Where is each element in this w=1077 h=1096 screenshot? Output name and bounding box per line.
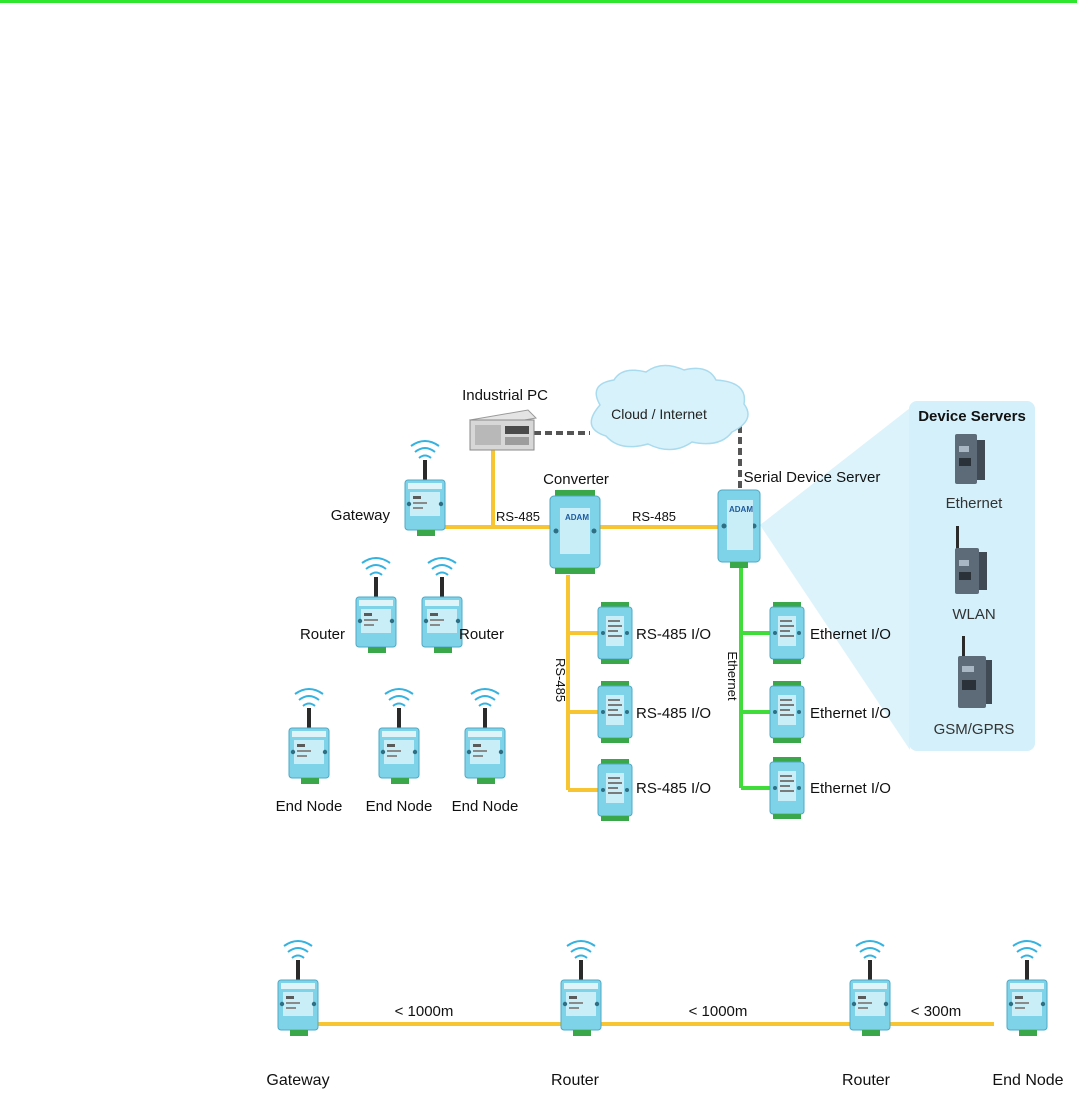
cloud-internet: Cloud / Internet	[590, 364, 749, 451]
end-node-2-label: End Node	[366, 798, 433, 815]
svg-text:ADAM: ADAM	[565, 513, 589, 522]
rs485-io-1: RS-485 I/O	[597, 601, 711, 665]
dashed-links	[534, 426, 742, 490]
end-node-1-module: End Node	[276, 688, 343, 815]
ethernet-lines	[739, 565, 772, 790]
device-gsm-label: GSM/GPRS	[934, 721, 1015, 738]
top-rule	[0, 0, 1077, 3]
end-node-2-module: End Node	[366, 688, 433, 815]
device-servers-beam	[760, 408, 910, 750]
range-router-1-label: Router	[551, 1072, 600, 1089]
rs485-io-3: RS-485 I/O	[597, 758, 711, 822]
end-node-1-label: End Node	[276, 798, 343, 815]
rs485-io-2-label: RS-485 I/O	[636, 705, 711, 722]
converter-label: Converter	[543, 471, 609, 488]
gateway-module: Gateway	[331, 440, 446, 537]
rs485-io-3-label: RS-485 I/O	[636, 780, 711, 797]
device-gsm-icon	[958, 636, 992, 708]
ethernet-io-3-label: Ethernet I/O	[810, 780, 891, 797]
ethernet-io-1-label: Ethernet I/O	[810, 626, 891, 643]
range-router-1: Router	[551, 940, 602, 1089]
gateway-label: Gateway	[331, 507, 391, 524]
end-node-3-module: End Node	[452, 688, 519, 815]
ethernet-io-2: Ethernet I/O	[769, 680, 891, 744]
range-end-node-label: End Node	[992, 1072, 1063, 1089]
ethernet-io-2-label: Ethernet I/O	[810, 705, 891, 722]
device-wlan-icon	[955, 526, 987, 594]
link-converter-server-label: RS-485	[632, 509, 676, 524]
svg-text:ADAM: ADAM	[729, 505, 753, 514]
link-gateway-converter-label: RS-485	[496, 509, 540, 524]
rs485-io-1-label: RS-485 I/O	[636, 626, 711, 643]
device-servers-panel: Device Servers Ethernet WLAN GSM/GPRS	[909, 401, 1035, 751]
range-router-2-label: Router	[842, 1072, 891, 1089]
range-link-2-label: < 1000m	[689, 1003, 748, 1020]
industrial-pc: Industrial PC	[462, 387, 548, 451]
range-link-1-label: < 1000m	[395, 1003, 454, 1020]
router-right-label: Router	[459, 626, 504, 643]
ethernet-io-1: Ethernet I/O	[769, 601, 891, 665]
device-wlan-label: WLAN	[952, 606, 995, 623]
rs485-io-2: RS-485 I/O	[597, 680, 711, 744]
ethernet-bus-label: Ethernet	[725, 651, 740, 701]
end-node-3-label: End Node	[452, 798, 519, 815]
range-end-node: End Node	[992, 940, 1064, 1089]
router-right-module: Router	[421, 557, 504, 654]
device-servers-title: Device Servers	[918, 408, 1026, 425]
rs485-bus-label: RS-485	[553, 658, 568, 702]
range-gateway-label: Gateway	[266, 1072, 329, 1089]
serial-device-server-label: Serial Device Server	[744, 469, 881, 486]
industrial-pc-label: Industrial PC	[462, 387, 548, 404]
rs485-lines	[430, 450, 722, 792]
cloud-label: Cloud / Internet	[611, 406, 707, 422]
device-ethernet-icon	[955, 434, 985, 484]
serial-device-server-module: ADAM Serial Device Server	[717, 469, 881, 568]
router-left-label: Router	[300, 626, 345, 643]
range-gateway: Gateway	[266, 940, 330, 1089]
device-ethernet-label: Ethernet	[946, 495, 1004, 512]
ethernet-io-3: Ethernet I/O	[769, 756, 891, 820]
range-router-2: Router	[842, 940, 891, 1089]
converter-module: ADAM Converter	[543, 471, 609, 574]
router-left-module: Router	[300, 557, 397, 654]
range-link-3-label: < 300m	[911, 1003, 961, 1020]
